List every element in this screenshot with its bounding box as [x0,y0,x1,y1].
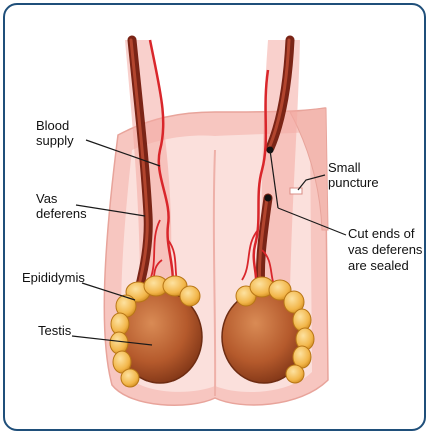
label-vas-deferens-2: deferens [36,206,87,221]
label-blood-supply-1: Blood [36,118,69,133]
small-puncture-mark [290,188,302,194]
label-testis: Testis [38,323,72,338]
label-cut-ends-3: are sealed [348,258,409,273]
label-blood-supply-2: supply [36,133,74,148]
label-epididymis: Epididymis [22,270,85,285]
label-cut-ends-2: vas deferens [348,242,423,257]
label-vas-deferens-1: Vas [36,191,58,206]
label-small-puncture-1: Small [328,160,361,175]
label-small-puncture-2: puncture [328,175,379,190]
right-vas-lower-sealed-end [265,195,272,202]
label-cut-ends-1: Cut ends of [348,226,415,241]
